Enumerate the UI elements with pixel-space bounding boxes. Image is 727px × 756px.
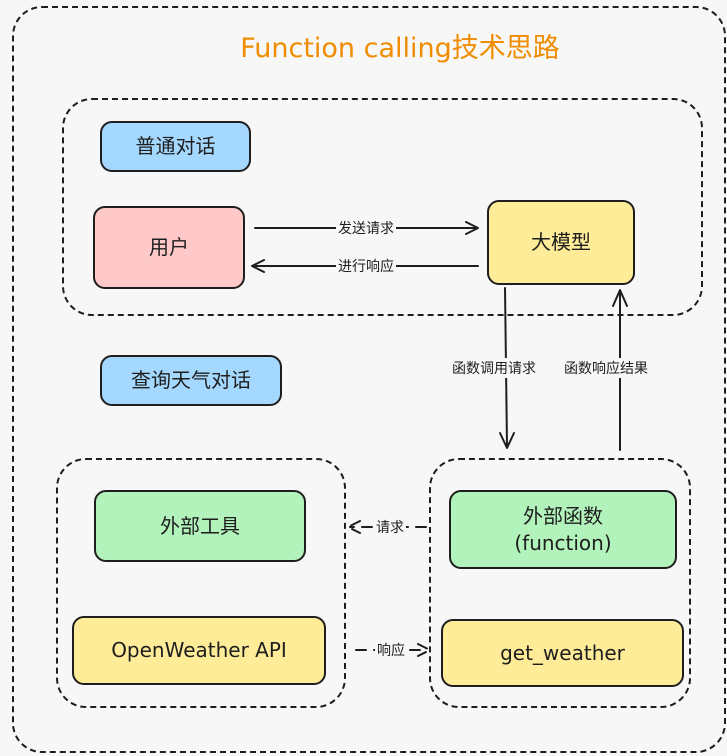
- get-weather-node: get_weather: [441, 619, 684, 687]
- openweather-api-node: OpenWeather API: [72, 616, 326, 685]
- function-call-request-label: 函数调用请求: [450, 358, 538, 378]
- respond-label: 进行响应: [336, 256, 396, 276]
- send-request-label: 发送请求: [336, 218, 396, 238]
- chat-group-label: 普通对话: [100, 121, 251, 172]
- external-function-node: 外部函数 (function): [449, 490, 677, 569]
- request-label: 请求: [374, 517, 406, 537]
- function-response-label: 函数响应结果: [562, 358, 650, 378]
- llm-node: 大模型: [487, 200, 635, 285]
- chat-group-frame: [62, 98, 703, 316]
- external-function-label: 外部函数: [523, 503, 603, 528]
- external-tool-group-frame: [56, 458, 346, 708]
- weather-group-label: 查询天气对话: [100, 355, 282, 406]
- diagram-title: Function calling技术思路: [240, 33, 560, 64]
- external-function-sublabel: (function): [514, 530, 612, 555]
- external-tool-node: 外部工具: [94, 490, 306, 562]
- outer-frame: [12, 6, 726, 753]
- function-group-frame: [429, 458, 691, 708]
- response-label: 响应: [375, 640, 407, 660]
- user-node: 用户: [93, 206, 245, 289]
